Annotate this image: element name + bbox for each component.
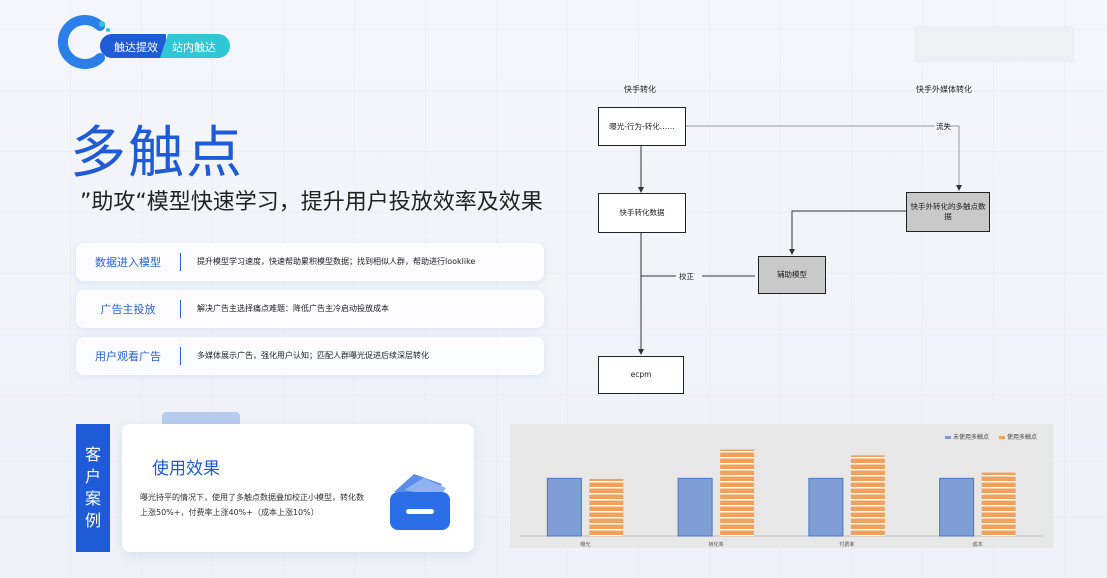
flow-label-loss: 流失 xyxy=(936,122,951,131)
flowchart: 快手转化 快手外媒体转化 曝光-行为-转化…… 快手转化数据 快手外转化的多触点… xyxy=(590,78,1010,408)
bar-without-3 xyxy=(939,477,975,537)
bar-with-1 xyxy=(720,449,755,536)
feature-row-data: 数据进入模型 提升模型学习速度，快速帮助累积模型数据；找到相似人群，帮助进行lo… xyxy=(76,243,544,281)
page-title: 多触点 xyxy=(70,121,244,186)
case-title: 使用效果 xyxy=(152,459,220,479)
page-subtitle: ”助攻“模型快速学习，提升用户投放效率及效果 xyxy=(80,190,543,215)
flowchart-connectors xyxy=(638,125,962,355)
feature-text: 解决广告主选择痛点难题：降低广告主冷启动投放成本 xyxy=(197,304,389,313)
feature-label: 用户观看广告 xyxy=(95,350,161,363)
x-tick-label: 转化率 xyxy=(709,541,724,548)
divider xyxy=(180,253,181,271)
feature-label: 数据进入模型 xyxy=(95,256,161,269)
flow-box-ext-data: 快手外转化的多触点数据 xyxy=(906,192,990,232)
x-tick-label: 成本 xyxy=(973,541,983,548)
legend-item-1: 未使用多触点 xyxy=(944,432,989,441)
case-tag-label: 客户案例 xyxy=(85,445,102,530)
logo-icon xyxy=(57,15,110,69)
breadcrumb-item-1[interactable]: 触达提效 xyxy=(100,34,166,58)
case-card: 使用效果 曝光持平的情况下，使用了多触点数据叠加校正小模型，转化数上涨50%+，… xyxy=(122,424,474,552)
feature-row-advertiser: 广告主投放 解决广告主选择痛点难题：降低广告主冷启动投放成本 xyxy=(76,290,544,328)
wallet-icon xyxy=(390,474,450,530)
bar-without-1 xyxy=(677,477,713,537)
feature-text: 提升模型学习速度，快速帮助累积模型数据；找到相似人群，帮助进行looklike xyxy=(197,257,476,266)
case-tag: 客户案例 xyxy=(76,424,110,552)
feature-label: 广告主投放 xyxy=(100,303,156,316)
feature-text: 多媒体展示广告，强化用户认知；匹配人群曝光促进后续深层转化 xyxy=(197,351,429,360)
legend-label-1: 未使用多触点 xyxy=(952,434,989,441)
case-description: 曝光持平的情况下，使用了多触点数据叠加校正小模型，转化数上涨50%+，付费率上涨… xyxy=(140,493,364,517)
flow-col1-title: 快手转化 xyxy=(624,85,656,94)
chart-legend: 未使用多触点 使用多触点 xyxy=(944,432,1037,441)
placeholder-box xyxy=(914,26,1074,62)
bar-chart: 曝光 转化率 付费率 成本 未使用多触点 使用多触点 xyxy=(510,424,1053,548)
divider xyxy=(180,347,181,365)
bar-with-3 xyxy=(981,472,1016,536)
flow-col2-title: 快手外媒体转化 xyxy=(916,85,972,94)
bar-chart-svg: 曝光 转化率 付费率 成本 xyxy=(520,449,1043,548)
bar-without-2 xyxy=(808,477,844,537)
flow-box-ks-data: 快手转化数据 xyxy=(598,193,686,233)
x-tick-label: 付费率 xyxy=(839,541,854,548)
breadcrumb-item-2[interactable]: 站内触达 xyxy=(160,34,230,58)
flow-box-ecpm: ecpm xyxy=(598,356,684,394)
legend-label-2: 使用多触点 xyxy=(1006,434,1037,441)
legend-item-2: 使用多触点 xyxy=(998,432,1037,441)
bar-with-0 xyxy=(589,478,624,536)
flow-box-exposure: 曝光-行为-转化…… xyxy=(598,107,686,146)
breadcrumb: 触达提效 站内触达 xyxy=(100,34,230,58)
divider xyxy=(180,300,181,318)
x-tick-label: 曝光 xyxy=(580,541,590,548)
feature-row-viewer: 用户观看广告 多媒体展示广告，强化用户认知；匹配人群曝光促进后续深层转化 xyxy=(76,337,544,375)
flow-label-calibrate: 校正 xyxy=(679,272,694,281)
bar-with-2 xyxy=(850,455,885,536)
flow-box-aux-model: 辅助模型 xyxy=(758,256,826,294)
bar-without-0 xyxy=(546,477,582,537)
